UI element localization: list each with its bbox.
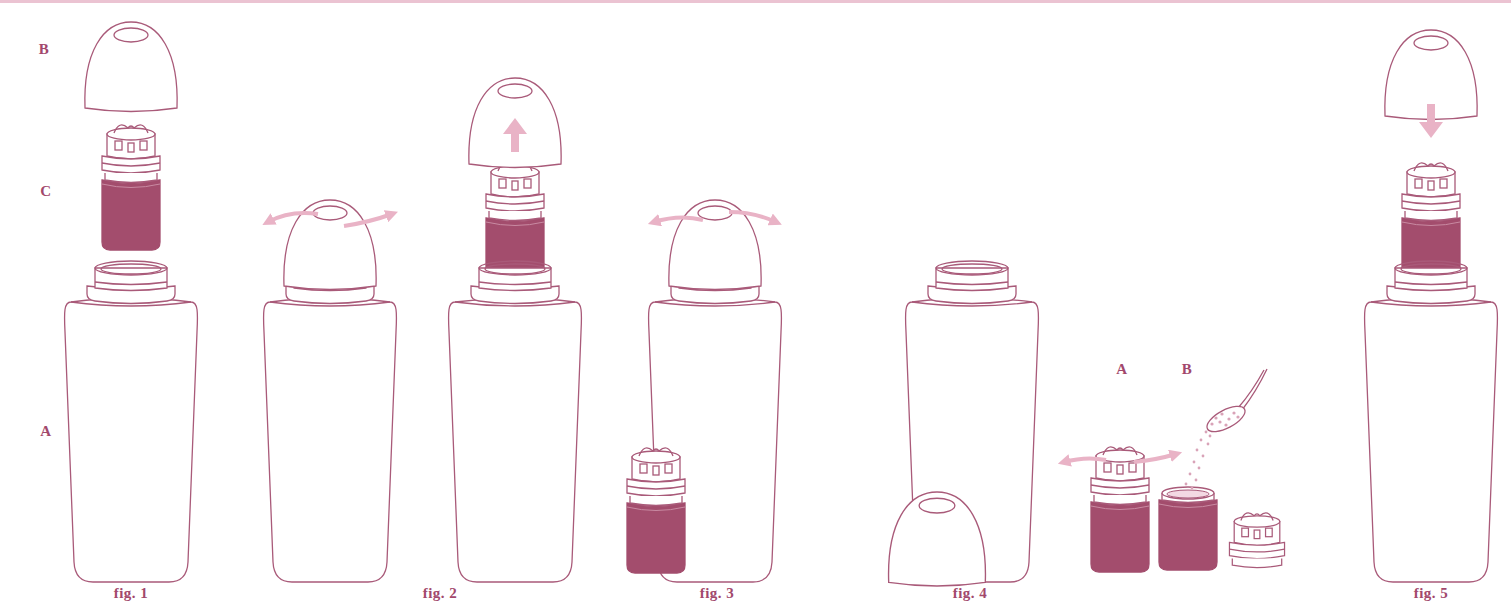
bottle-cap — [85, 22, 177, 112]
twist-arrow — [729, 212, 776, 222]
infuser — [1091, 447, 1149, 572]
bottle — [264, 261, 397, 582]
part-letter: B — [39, 40, 50, 58]
bottle-cap — [889, 492, 986, 586]
bottle — [65, 261, 198, 582]
twist-arrow — [1064, 458, 1106, 462]
figure-caption: fig. 5 — [1414, 584, 1449, 602]
infuser-cage — [1229, 513, 1284, 568]
spoon — [1203, 369, 1267, 437]
infuser — [102, 125, 160, 250]
top-rule — [0, 0, 1511, 3]
bottle — [449, 261, 582, 582]
bottle-cap — [469, 78, 561, 168]
twist-arrow — [654, 217, 703, 222]
infuser — [627, 448, 685, 573]
figure-caption: fig. 2 — [423, 584, 458, 602]
twist-arrow — [268, 213, 318, 222]
open-infuser — [1159, 487, 1217, 570]
twist-arrow — [1134, 454, 1176, 462]
figure-caption: fig. 3 — [700, 584, 735, 602]
figure-caption: fig. 1 — [114, 584, 149, 602]
twist-arrow — [344, 214, 392, 226]
step-letter: A — [1116, 360, 1127, 378]
step-letter: B — [1182, 360, 1193, 378]
lift-arrow — [503, 118, 527, 152]
figure-caption: fig. 4 — [953, 584, 988, 602]
press-arrow — [1419, 104, 1443, 138]
part-letter: C — [40, 182, 51, 200]
part-letter: A — [40, 422, 51, 440]
tea-leaves — [1185, 411, 1240, 489]
bottle — [1365, 261, 1498, 582]
